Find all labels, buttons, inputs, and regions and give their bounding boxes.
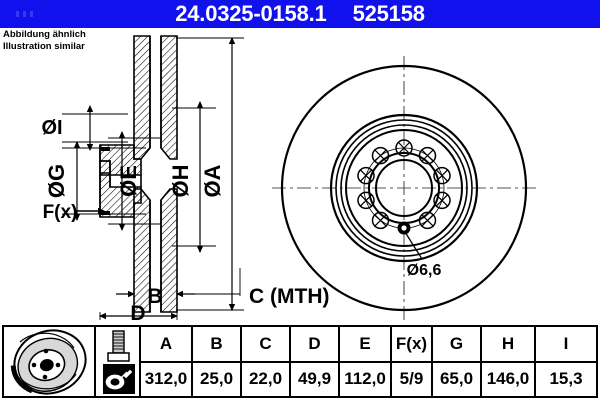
locating-hole bbox=[397, 221, 411, 235]
bolt-hole bbox=[371, 211, 390, 230]
cross-section-view: ØI ØG ØE bbox=[41, 35, 329, 320]
bolt-hole bbox=[357, 166, 375, 185]
value-Fx: 5/9 bbox=[392, 362, 433, 396]
label-dim-C: C (MTH) bbox=[249, 285, 329, 308]
section-hat-holes bbox=[101, 147, 110, 215]
specification-table: A B C D E F(x) G H I 312,0 25,0 22,0 49,… bbox=[2, 325, 598, 398]
dimension-dia-I: ØI bbox=[41, 105, 128, 151]
callout-dia-6-6: Ø6,6 bbox=[404, 231, 442, 279]
section-hat-outline bbox=[99, 145, 142, 217]
value-I: 15,3 bbox=[549, 369, 583, 389]
notice-line-de: Abbildung ähnlich bbox=[3, 29, 86, 40]
label-dia-A: ØA bbox=[200, 164, 225, 197]
bolt-hole bbox=[433, 166, 451, 185]
value-B: 25,0 bbox=[193, 362, 242, 396]
spec-table-grid: A B C D E F(x) G H I 312,0 25,0 22,0 49,… bbox=[141, 327, 596, 396]
header-I: I bbox=[563, 333, 569, 353]
drawing-area: ØI ØG ØE bbox=[0, 28, 600, 320]
value-G: 65,0 bbox=[433, 362, 482, 396]
spec-table-value-row: 312,0 25,0 22,0 49,9 112,0 5/9 65,0 146,… bbox=[141, 362, 596, 396]
value-D: 49,9 bbox=[291, 362, 340, 396]
notice-line-en: Illustration similar bbox=[3, 40, 85, 52]
wheel-bolt-icon bbox=[103, 330, 135, 394]
bolt-hole bbox=[418, 146, 437, 165]
dimension-force-fx: F(x) bbox=[43, 202, 105, 223]
header-Fx-main: F bbox=[395, 333, 407, 353]
brake-disc-icon-cell bbox=[4, 327, 96, 396]
face-outer-circle bbox=[280, 64, 528, 312]
face-view: Ø6,6 bbox=[272, 56, 536, 320]
spec-table-header-row: A B C D E F(x) G H I bbox=[141, 327, 596, 363]
bolt-hole bbox=[433, 191, 451, 210]
bolt-hole bbox=[395, 139, 413, 157]
section-upper-ring bbox=[133, 35, 178, 160]
dimension-D: D bbox=[99, 302, 178, 320]
face-friction-inner-circle bbox=[329, 113, 479, 263]
label-dim-B: B bbox=[147, 285, 162, 308]
label-dim-D: D bbox=[130, 302, 145, 320]
brake-disc-drawing: ØI ØG ØE bbox=[41, 35, 536, 320]
face-centerlines bbox=[272, 56, 536, 320]
header-G: G bbox=[433, 327, 482, 361]
value-E: 112,0 bbox=[340, 362, 392, 396]
brake-disc-icon bbox=[10, 329, 87, 395]
header-title-group: 24.0325-0158.1 525158 bbox=[0, 0, 600, 28]
face-hat-circle-3 bbox=[345, 129, 463, 247]
label-dia-I: ØI bbox=[41, 117, 62, 139]
bolt-hole bbox=[418, 211, 437, 230]
header-Fx-sub: (x) bbox=[406, 333, 428, 353]
face-bolt-holes bbox=[357, 139, 451, 230]
label-dia-H: ØH bbox=[168, 165, 193, 198]
label-dia-6-6: Ø6,6 bbox=[407, 262, 442, 279]
header-D: D bbox=[291, 327, 340, 361]
value-A: 312,0 bbox=[141, 362, 193, 396]
header-H: H bbox=[482, 327, 536, 361]
dimension-B: B bbox=[116, 285, 195, 312]
wheel-bolt-icon-cell bbox=[96, 327, 141, 396]
label-dia-E: ØE bbox=[116, 165, 141, 197]
header-A: A bbox=[141, 327, 193, 361]
value-C: 22,0 bbox=[242, 362, 291, 396]
bolt-glyph bbox=[107, 330, 130, 362]
article-number: 525158 bbox=[352, 1, 425, 26]
face-center-bore bbox=[375, 159, 433, 217]
header-C: C bbox=[242, 327, 291, 361]
label-force-fx: F(x) bbox=[43, 202, 78, 223]
label-dia-G: ØG bbox=[44, 164, 69, 198]
dimension-C: C (MTH) bbox=[177, 268, 329, 308]
torque-tool-glyph bbox=[103, 364, 135, 394]
face-hat-circle-1 bbox=[335, 119, 473, 257]
dimension-dia-A: ØA bbox=[176, 37, 244, 311]
dimension-dia-H: ØH bbox=[168, 101, 216, 253]
bolt-hole bbox=[371, 146, 390, 165]
part-number: 24.0325-0158.1 bbox=[175, 1, 327, 26]
header-E: E bbox=[340, 327, 392, 361]
header-B: B bbox=[193, 327, 242, 361]
dimension-dia-E: ØE bbox=[108, 131, 160, 231]
illustration-notice: Abbildung ähnlich Illustration similar bbox=[3, 29, 86, 52]
brand-logo-icon bbox=[16, 11, 33, 17]
value-H: 146,0 bbox=[482, 362, 536, 396]
header-Fx: F(x) bbox=[392, 327, 433, 361]
face-hat-circle-2 bbox=[340, 124, 468, 252]
bolt-hole bbox=[357, 191, 375, 210]
header-banner: 24.0325-0158.1 525158 bbox=[0, 0, 600, 28]
